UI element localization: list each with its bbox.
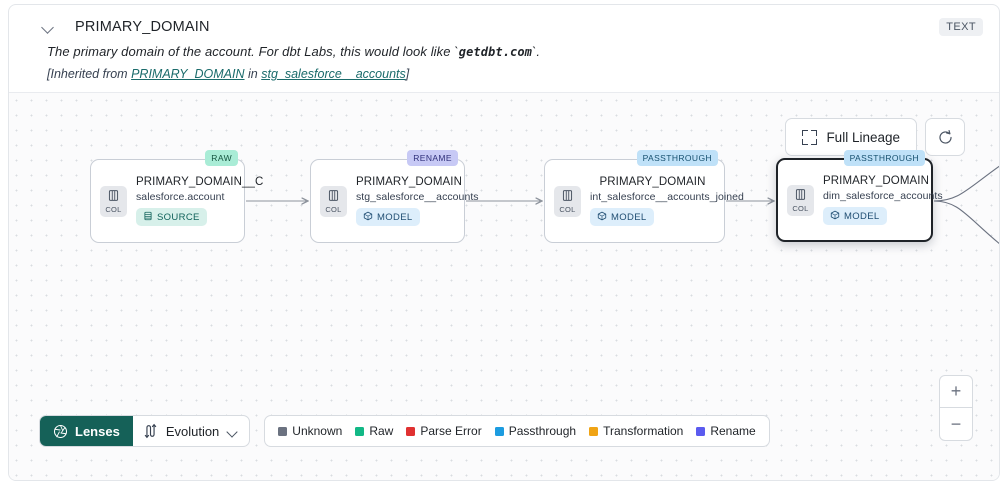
column-icon bbox=[794, 188, 807, 203]
legend-label: Parse Error bbox=[420, 424, 482, 438]
zoom-in-button[interactable]: + bbox=[940, 376, 972, 408]
legend-item[interactable]: Passthrough bbox=[494, 424, 577, 438]
database-icon bbox=[143, 211, 153, 224]
column-chip-label: COL bbox=[105, 204, 122, 214]
legend-swatch bbox=[278, 426, 288, 436]
zoom-controls: + − bbox=[939, 375, 973, 441]
canvas-bottom-toolbar: Lenses Evolution Unknown Raw Parse Error Pa… bbox=[39, 415, 770, 447]
lenses-button[interactable]: Lenses bbox=[40, 416, 133, 446]
lineage-legend: Unknown Raw Parse Error Passthrough Transfor… bbox=[264, 415, 770, 447]
node-kind-badge: MODEL bbox=[356, 208, 420, 226]
legend-label: Passthrough bbox=[508, 424, 577, 438]
chevron-down-icon bbox=[227, 426, 238, 437]
lineage-node[interactable]: PASSTHROUGH COL PRIMARY_DOMAIN dim_salesfor… bbox=[776, 150, 943, 242]
legend-swatch bbox=[406, 426, 416, 436]
column-description: The primary domain of the account. For d… bbox=[47, 44, 983, 59]
legend-item[interactable]: Raw bbox=[355, 424, 393, 438]
node-kind-badge: MODEL bbox=[590, 208, 654, 226]
node-kind-label: MODEL bbox=[377, 211, 413, 223]
node-tag: PASSTHROUGH bbox=[636, 150, 718, 166]
cube-icon bbox=[597, 211, 607, 224]
column-chip-label: COL bbox=[792, 203, 809, 213]
node-title: PRIMARY_DOMAIN bbox=[356, 176, 462, 188]
description-code: getdbt.com bbox=[458, 45, 532, 59]
lineage-node[interactable]: PASSTHROUGH COL PRIMARY_DOMAIN int_salesfor… bbox=[544, 150, 744, 243]
legend-item[interactable]: Parse Error bbox=[406, 424, 482, 438]
node-kind-label: MODEL bbox=[611, 211, 647, 223]
panel-header: PRIMARY_DOMAIN TEXT The primary domain o… bbox=[9, 5, 999, 91]
column-chip-label: COL bbox=[325, 204, 342, 214]
node-title: PRIMARY_DOMAIN bbox=[599, 176, 706, 188]
column-chip: COL bbox=[100, 185, 127, 217]
chevron-down-icon[interactable] bbox=[41, 20, 55, 34]
legend-item[interactable]: Transformation bbox=[589, 424, 683, 438]
node-tag: RENAME bbox=[407, 150, 458, 166]
aperture-icon bbox=[53, 424, 68, 438]
node-subtitle: int_salesforce__accounts_joined bbox=[590, 191, 744, 203]
inherited-suffix: ] bbox=[405, 67, 410, 81]
lenses-segmented-control: Lenses Evolution bbox=[39, 415, 251, 447]
legend-item[interactable]: Rename bbox=[696, 424, 756, 438]
edge-out-lower bbox=[933, 200, 999, 245]
legend-label: Rename bbox=[710, 424, 756, 438]
node-subtitle: dim_salesforce_accounts bbox=[823, 190, 943, 202]
inherited-model-link[interactable]: stg_salesforce__accounts bbox=[261, 67, 406, 81]
legend-swatch bbox=[355, 426, 365, 436]
node-kind-label: MODEL bbox=[844, 210, 880, 222]
legend-swatch bbox=[494, 426, 504, 436]
description-suffix: `. bbox=[532, 44, 541, 59]
expand-icon bbox=[802, 129, 818, 145]
evolution-dropdown[interactable]: Evolution bbox=[133, 416, 249, 446]
column-chip-label: COL bbox=[559, 204, 576, 214]
evolution-arrows-icon bbox=[144, 423, 157, 439]
inherited-mid: in bbox=[244, 67, 262, 81]
legend-swatch bbox=[696, 426, 706, 436]
inherited-prefix: [Inherited from bbox=[47, 67, 132, 81]
cube-icon bbox=[363, 211, 373, 224]
node-subtitle: salesforce.account bbox=[136, 191, 225, 203]
node-kind-badge: SOURCE bbox=[136, 208, 207, 226]
column-icon bbox=[561, 189, 574, 204]
node-tag: RAW bbox=[205, 150, 238, 166]
column-icon bbox=[107, 189, 120, 204]
datatype-badge: TEXT bbox=[939, 18, 983, 36]
zoom-out-button[interactable]: − bbox=[950, 413, 962, 434]
lineage-node[interactable]: RAW COL PRIMARY_DOMAIN__C salesforce.accoun… bbox=[90, 150, 264, 243]
legend-label: Raw bbox=[369, 424, 394, 438]
column-chip: COL bbox=[787, 184, 814, 216]
column-chip: COL bbox=[554, 185, 581, 217]
node-title: PRIMARY_DOMAIN__C bbox=[136, 176, 264, 188]
description-text: The primary domain of the account. For d… bbox=[47, 44, 459, 59]
legend-swatch bbox=[589, 426, 599, 436]
lenses-label: Lenses bbox=[75, 423, 120, 439]
page-title: PRIMARY_DOMAIN bbox=[75, 19, 210, 35]
cube-icon bbox=[830, 210, 840, 223]
inherited-column-link[interactable]: PRIMARY_DOMAIN bbox=[131, 67, 245, 81]
legend-label: Transformation bbox=[603, 424, 684, 438]
node-title: PRIMARY_DOMAIN bbox=[823, 175, 929, 187]
full-lineage-label: Full Lineage bbox=[826, 129, 900, 145]
evolution-label: Evolution bbox=[165, 423, 220, 439]
node-subtitle: stg_salesforce__accounts bbox=[356, 191, 479, 203]
node-tag: PASSTHROUGH bbox=[843, 150, 925, 166]
column-icon bbox=[327, 189, 340, 204]
refresh-icon bbox=[938, 129, 952, 144]
column-chip: COL bbox=[320, 185, 347, 217]
canvas-top-controls: Full Lineage bbox=[785, 118, 965, 156]
inherited-from-note: [Inherited from PRIMARY_DOMAIN in stg_sa… bbox=[47, 67, 983, 81]
node-kind-label: SOURCE bbox=[157, 211, 200, 223]
refresh-button[interactable] bbox=[925, 118, 965, 156]
legend-label: Unknown bbox=[292, 424, 343, 438]
lineage-node[interactable]: RENAME COL PRIMARY_DOMAIN stg_salesforce__a… bbox=[310, 150, 479, 243]
full-lineage-button[interactable]: Full Lineage bbox=[785, 118, 917, 156]
legend-item[interactable]: Unknown bbox=[278, 424, 342, 438]
column-lineage-panel: PRIMARY_DOMAIN TEXT The primary domain o… bbox=[8, 4, 1000, 481]
node-kind-badge: MODEL bbox=[823, 207, 887, 225]
edge-out-upper bbox=[933, 165, 999, 202]
